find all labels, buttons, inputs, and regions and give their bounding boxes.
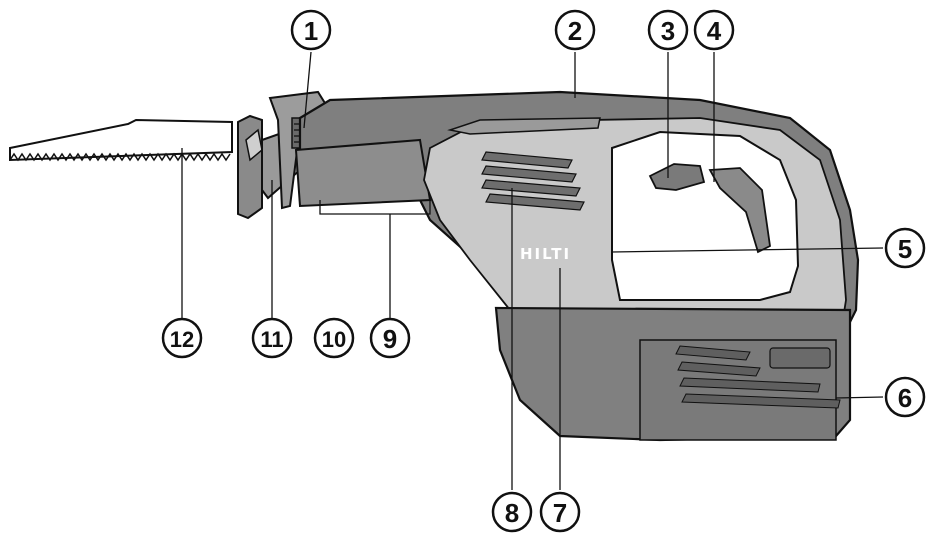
svg-text:4: 4 (707, 16, 722, 46)
svg-text:5: 5 (898, 234, 912, 264)
callout-2: 2 (554, 9, 596, 51)
callout-10: 10 (313, 317, 355, 359)
svg-text:10: 10 (322, 327, 346, 352)
leader-lines (181, 51, 884, 490)
air-vents (481, 151, 585, 211)
svg-text:2: 2 (568, 16, 582, 46)
callout-9: 9 (369, 317, 411, 359)
svg-text:8: 8 (505, 498, 519, 528)
svg-text:7: 7 (553, 498, 567, 528)
callout-12: 12 (161, 317, 203, 359)
callout-1: 1 (290, 9, 332, 51)
svg-text:1: 1 (304, 16, 318, 46)
callout-4: 4 (693, 9, 735, 51)
callout-7: 7 (539, 491, 581, 533)
svg-text:11: 11 (260, 327, 283, 352)
svg-text:12: 12 (170, 327, 194, 352)
saw-blade (9, 118, 233, 162)
callout-8: 8 (491, 491, 533, 533)
svg-text:9: 9 (383, 324, 397, 354)
callout-3: 3 (647, 9, 689, 51)
svg-text:6: 6 (898, 383, 912, 413)
hilti-logo: HILTI (520, 245, 571, 263)
svg-text:3: 3 (661, 16, 675, 46)
tool-housing: HILTI (294, 90, 860, 342)
callout-5: 5 (884, 227, 926, 269)
callout-6: 6 (884, 376, 926, 418)
battery-pack (494, 306, 852, 442)
callout-11: 11 (251, 317, 293, 359)
callouts: 1 2 3 4 5 6 7 8 (161, 9, 926, 533)
logo-text: HILTI (520, 245, 571, 263)
